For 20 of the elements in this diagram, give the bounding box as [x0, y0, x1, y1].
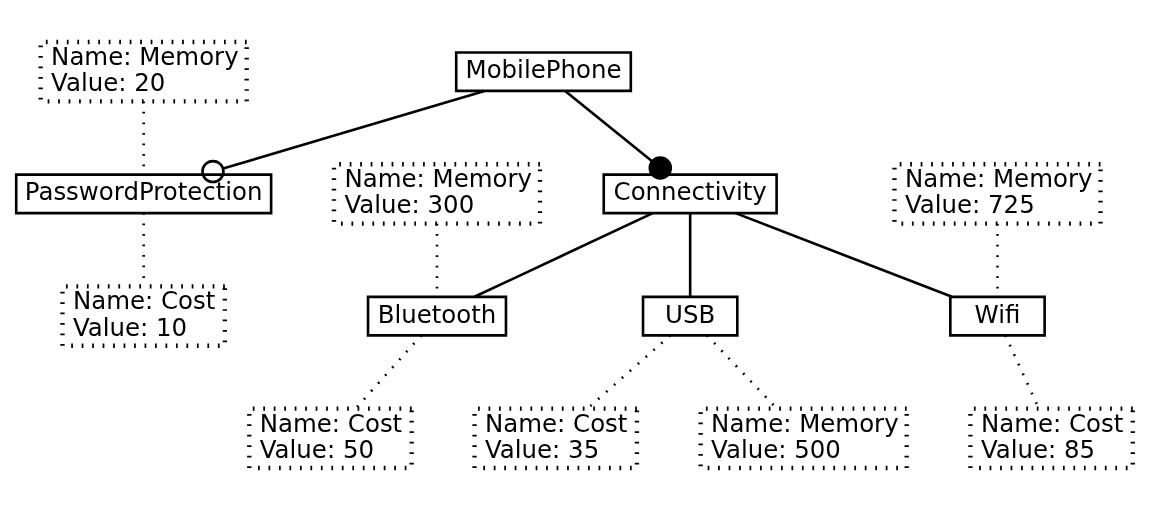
connector	[735, 211, 953, 298]
node-box: Name: Memory Value: 725	[892, 161, 1103, 226]
node-box: Name: Memory Value: 20	[38, 39, 249, 104]
connector	[564, 89, 673, 180]
node-box: Connectivity	[602, 172, 778, 214]
node-box: Name: Memory Value: 500	[698, 405, 909, 470]
node-box: Name: Cost Value: 10	[60, 283, 228, 348]
node-box: Wifi	[949, 295, 1046, 337]
node-box: MobilePhone	[454, 50, 633, 92]
node-box: Name: Memory Value: 300	[331, 161, 543, 226]
node-box: Name: Cost Value: 50	[247, 405, 414, 470]
connector	[688, 212, 692, 297]
node-box: Name: Cost Value: 35	[472, 405, 640, 470]
connector	[201, 89, 485, 183]
node-box: PasswordProtection	[14, 172, 273, 214]
connector	[354, 334, 423, 409]
node-box: Name: Cost Value: 85	[968, 405, 1135, 470]
node-box: Bluetooth	[366, 295, 508, 337]
node-box: USB	[641, 295, 739, 337]
connector	[473, 211, 654, 298]
